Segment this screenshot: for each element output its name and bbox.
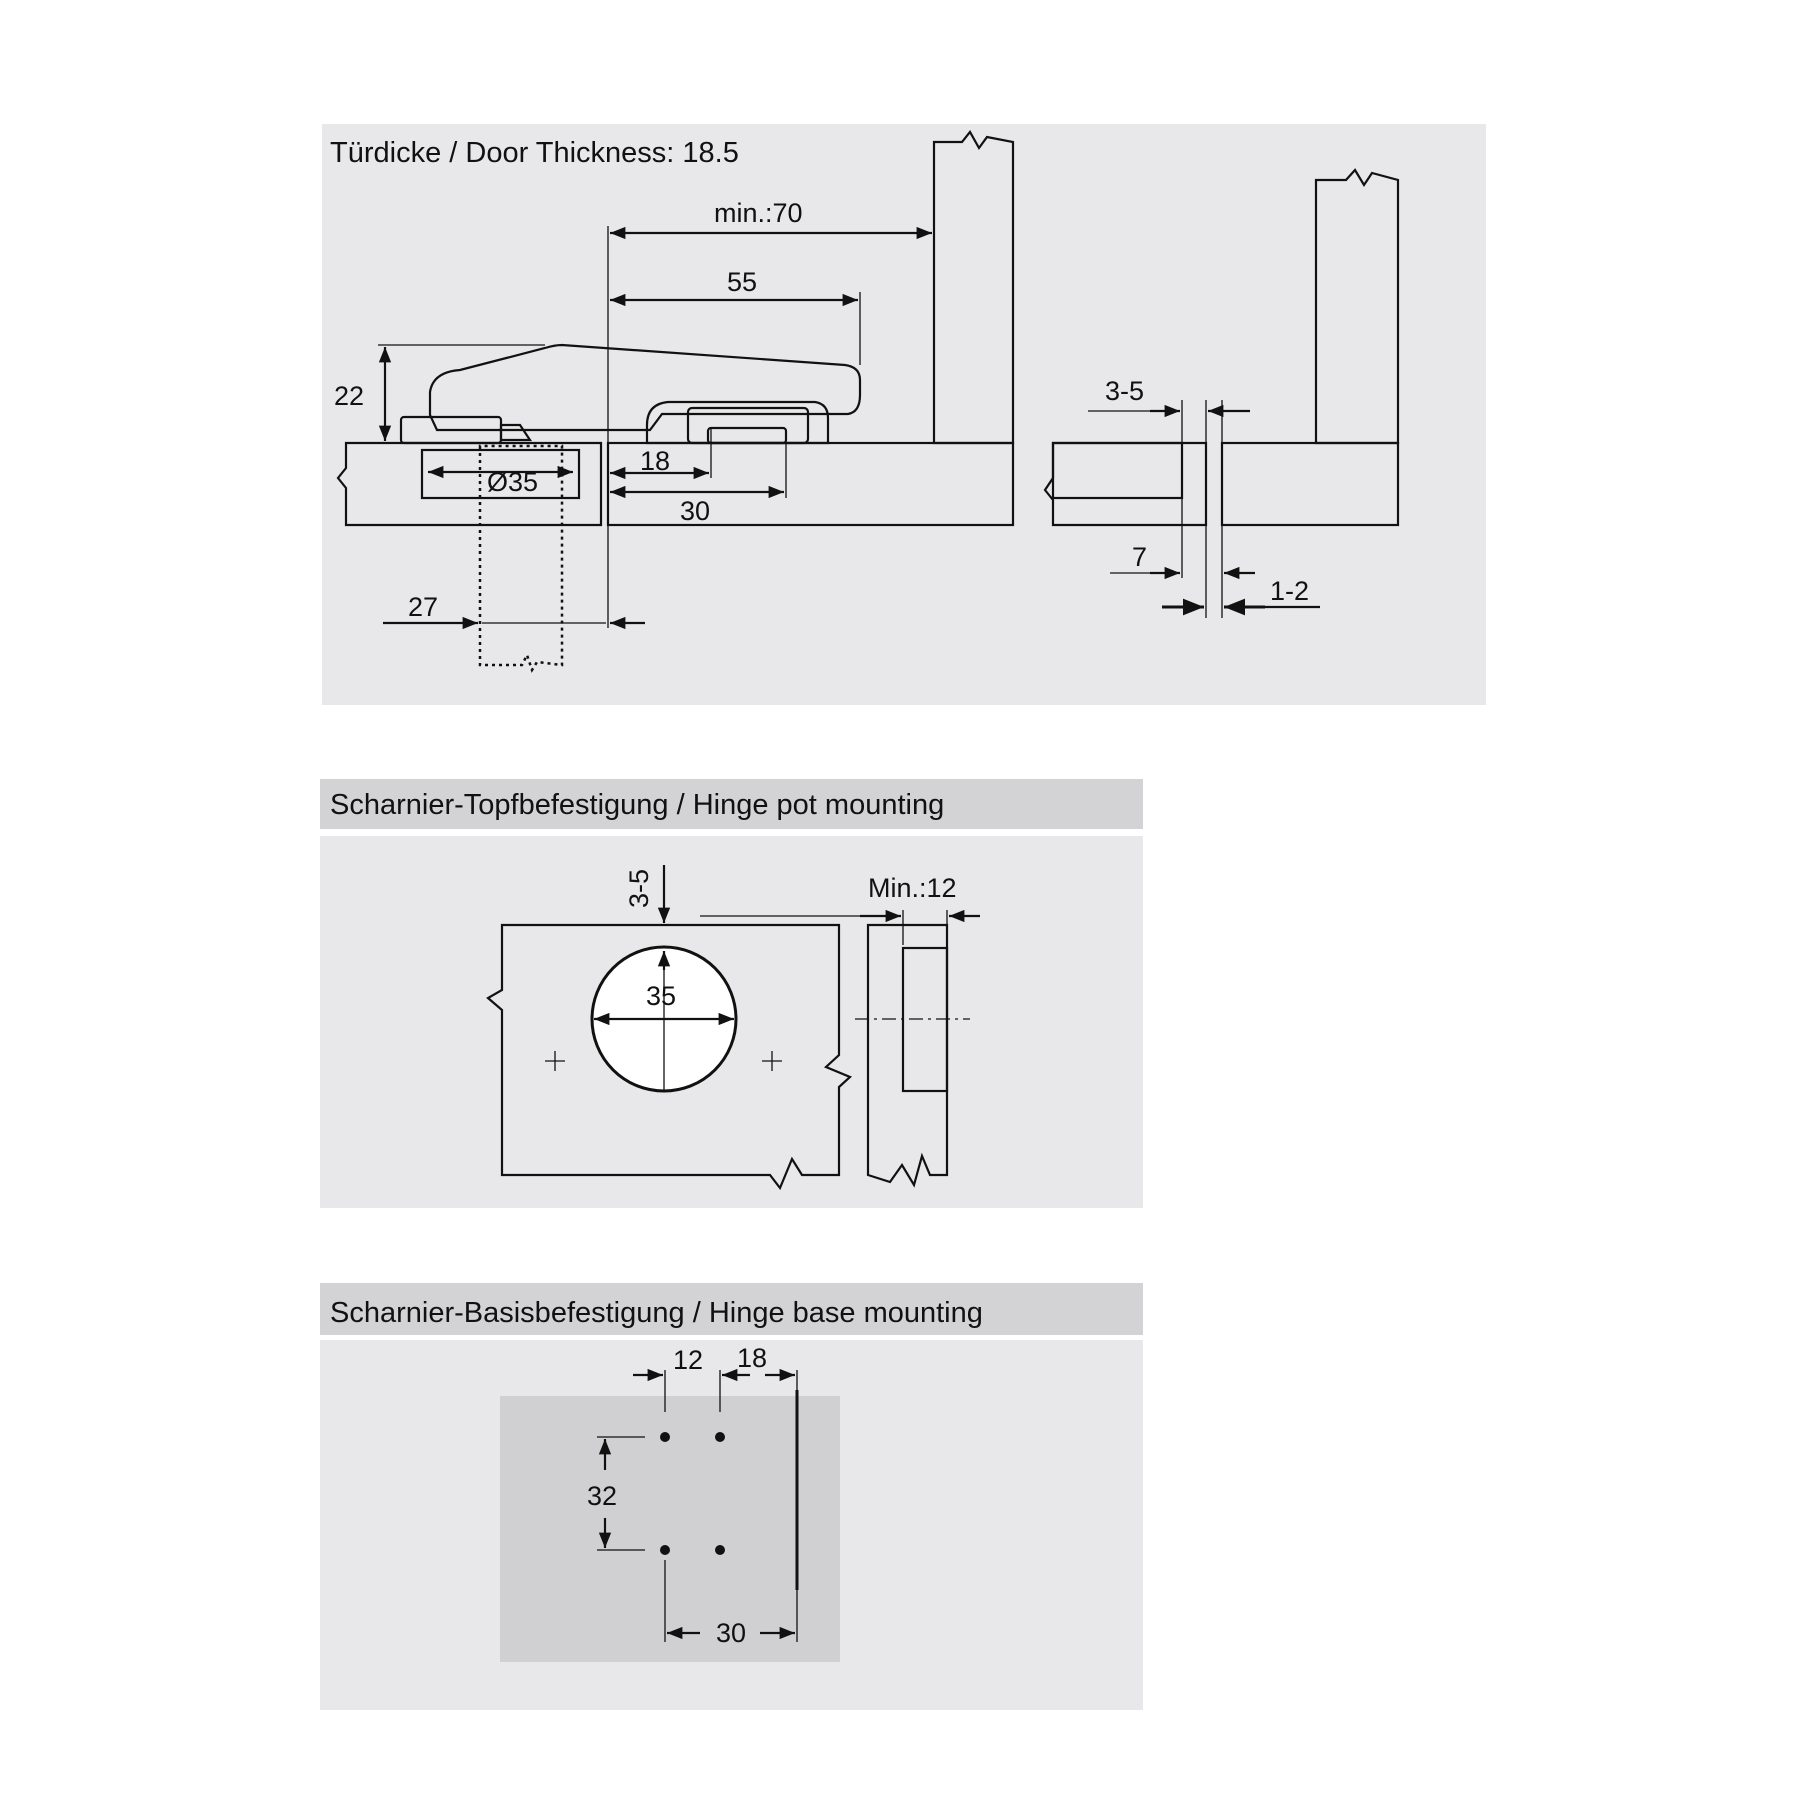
panel1-background <box>322 124 1486 705</box>
dim-27-label: 27 <box>408 592 438 622</box>
dim-base-30-label: 30 <box>716 1618 746 1648</box>
dim-detail-1-2-label: 1-2 <box>1270 576 1309 606</box>
dim-18-label: 18 <box>640 446 670 476</box>
dim-pot-35-label: 35 <box>646 981 676 1011</box>
panel-door-thickness: Türdicke / Door Thickness: 18.5 Ø35 min.… <box>322 124 1486 705</box>
panel3-title: Scharnier-Basisbefestigung / Hinge base … <box>330 1297 983 1329</box>
base-hole-top-left <box>660 1432 670 1442</box>
dim-min12-label: Min.:12 <box>868 873 957 903</box>
screw-mark-left <box>545 1051 565 1071</box>
dim-min70-label: min.:70 <box>714 198 803 228</box>
panel3-header <box>320 1283 1143 1335</box>
panel-hinge-pot-mounting: Scharnier-Topfbefestigung / Hinge pot mo… <box>320 779 1143 1208</box>
dim-22-label: 22 <box>334 381 364 411</box>
mounting-plate <box>645 400 830 445</box>
drill-outline-dotted <box>478 444 564 673</box>
dim-pot-3-5-label: 3-5 <box>624 869 654 908</box>
panel2-header <box>320 779 1143 829</box>
cabinet-side-wall <box>932 130 1015 445</box>
panel2-title: Scharnier-Topfbefestigung / Hinge pot mo… <box>330 789 944 821</box>
base-hole-bottom-left <box>660 1545 670 1555</box>
base-mounting-plate <box>500 1396 840 1662</box>
dim-base-12-label: 12 <box>673 1345 703 1375</box>
door-panel-left <box>336 441 603 527</box>
dim-base-32-label: 32 <box>587 1481 617 1511</box>
base-hole-bottom-right <box>715 1545 725 1555</box>
hinge-arm <box>428 343 862 432</box>
pot-door-plate <box>486 923 853 1191</box>
dim-detail-3-5-label: 3-5 <box>1105 376 1144 406</box>
screw-mark-right <box>762 1051 782 1071</box>
hinge-cup-neck <box>499 423 533 442</box>
panel1-title: Türdicke / Door Thickness: 18.5 <box>330 137 739 169</box>
dim-55-label: 55 <box>727 267 757 297</box>
base-hole-top-right <box>715 1432 725 1442</box>
dim-30-label: 30 <box>680 496 710 526</box>
panel-hinge-base-mounting: Scharnier-Basisbefestigung / Hinge base … <box>320 1283 1143 1710</box>
dim-dia35-label: Ø35 <box>487 467 538 497</box>
dim-detail-7-label: 7 <box>1132 542 1147 572</box>
cup-recess <box>420 448 581 500</box>
dim-base-18-label: 18 <box>737 1343 767 1373</box>
mounting-plate-slot <box>706 426 788 445</box>
detail-cabinet-wall <box>1314 168 1400 445</box>
